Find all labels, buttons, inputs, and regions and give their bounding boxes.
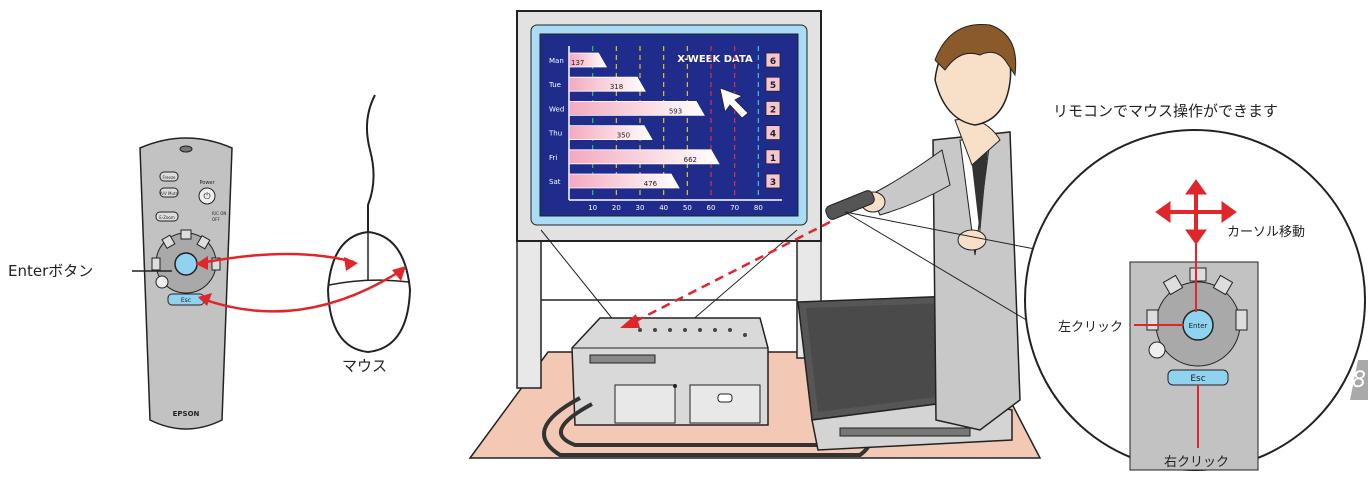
x-tick-label: 50: [683, 204, 692, 212]
cursor-move-label: カーソル移動: [1227, 221, 1305, 240]
rc-on-label: R/C ON: [212, 211, 226, 216]
enter-button-label: Enterボタン: [8, 260, 93, 281]
zoom-esc-label: Esc: [1190, 374, 1205, 384]
rank-label: 6: [770, 57, 776, 67]
bar: [569, 174, 679, 188]
rank-label: 4: [770, 130, 776, 140]
zoom-enter-label: Enter: [1189, 322, 1208, 330]
value-label: 318: [610, 83, 623, 91]
page-number: 8: [1352, 368, 1366, 393]
beam-line-right: [690, 230, 797, 322]
power-icon: ⏻: [203, 191, 210, 202]
value-label: 476: [644, 180, 658, 188]
x-tick-label: 60: [707, 204, 716, 212]
category-label: Man: [549, 57, 564, 65]
rc-off-label: OFF: [212, 217, 220, 222]
mouse-illustration: [328, 95, 410, 352]
e-zoom-label: E-Zoom: [159, 215, 175, 220]
remote-control: ⏻ Power R/C ON OFF Freeze A/V Mute E-Zoo…: [140, 138, 232, 429]
rank-label: 5: [770, 81, 776, 91]
right-click-label: 右クリック: [1164, 451, 1229, 470]
value-label: 137: [571, 59, 584, 67]
beam-line-left: [541, 230, 615, 322]
x-tick-label: 30: [636, 204, 645, 212]
zoomed-remote: Enter Esc: [1130, 262, 1258, 470]
category-label: Fri: [549, 154, 557, 162]
value-label: 350: [617, 132, 630, 140]
chart-title: X-WEEK DATA: [677, 54, 753, 65]
category-label: Tue: [548, 81, 561, 89]
value-label: 662: [684, 156, 697, 164]
projector: [572, 318, 768, 425]
left-click-label: 左クリック: [1058, 316, 1123, 335]
power-label: Power: [199, 180, 215, 186]
rank-label: 1: [770, 154, 776, 164]
x-tick-label: 80: [754, 204, 763, 212]
value-label: 593: [669, 107, 682, 115]
rank-label: 3: [770, 178, 776, 188]
bar: [569, 77, 645, 91]
category-label: Sat: [549, 178, 561, 186]
x-tick-label: 10: [588, 204, 597, 212]
bar: [569, 126, 652, 140]
category-label: Wed: [549, 105, 564, 113]
esc-label: Esc: [181, 297, 191, 304]
freeze-label: Freeze: [162, 175, 176, 180]
brand-logo: EPSON: [173, 410, 200, 418]
av-mute-label: A/V Mute: [160, 191, 179, 196]
bar: [569, 101, 704, 115]
x-tick-label: 20: [612, 204, 621, 212]
remote-mouse-caption: リモコンでマウス操作ができます: [1053, 100, 1278, 121]
category-label: Thu: [548, 130, 562, 138]
x-tick-label: 70: [730, 204, 739, 212]
mouse-label: マウス: [342, 355, 387, 376]
enter-button: [175, 253, 197, 275]
x-tick-label: 40: [659, 204, 668, 212]
rank-label: 2: [770, 105, 776, 115]
